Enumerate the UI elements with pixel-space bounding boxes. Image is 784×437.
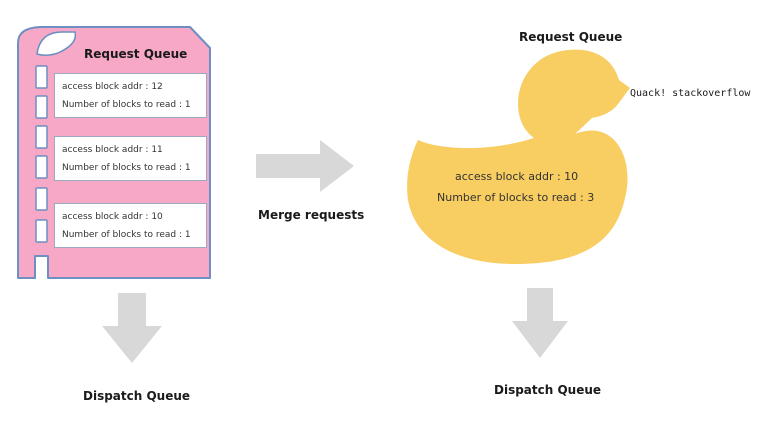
binder-slots <box>35 65 48 243</box>
right-dispatch-queue-label: Dispatch Queue <box>494 383 602 397</box>
request-box-1: access block addr : 12 Number of blocks … <box>54 73 207 118</box>
merge-arrow <box>256 140 354 192</box>
request-1-addr: access block addr : 12 <box>62 82 163 92</box>
merged-addr-line: access block addr : 10 <box>455 170 579 183</box>
duck-shape <box>407 49 630 265</box>
request-2-count: Number of blocks to read : 1 <box>62 163 191 173</box>
request-box-2: access block addr : 11 Number of blocks … <box>54 136 207 181</box>
request-3-count: Number of blocks to read : 1 <box>62 230 191 240</box>
request-box-3: access block addr : 10 Number of blocks … <box>54 203 207 248</box>
left-dispatch-arrow <box>102 293 162 363</box>
left-request-queue-title: Request Queue <box>84 47 188 61</box>
folder-tab-hole <box>36 31 77 57</box>
request-2-addr: access block addr : 11 <box>62 145 163 155</box>
quack-label: Quack! stackoverflow <box>630 88 751 99</box>
merge-requests-label: Merge requests <box>258 208 365 222</box>
merged-count-line: Number of blocks to read : 3 <box>437 191 595 204</box>
left-dispatch-queue-label: Dispatch Queue <box>83 389 191 403</box>
right-request-queue-title: Request Queue <box>519 30 623 44</box>
right-dispatch-arrow <box>512 288 568 358</box>
request-1-count: Number of blocks to read : 1 <box>62 100 191 110</box>
request-3-addr: access block addr : 10 <box>62 212 163 222</box>
